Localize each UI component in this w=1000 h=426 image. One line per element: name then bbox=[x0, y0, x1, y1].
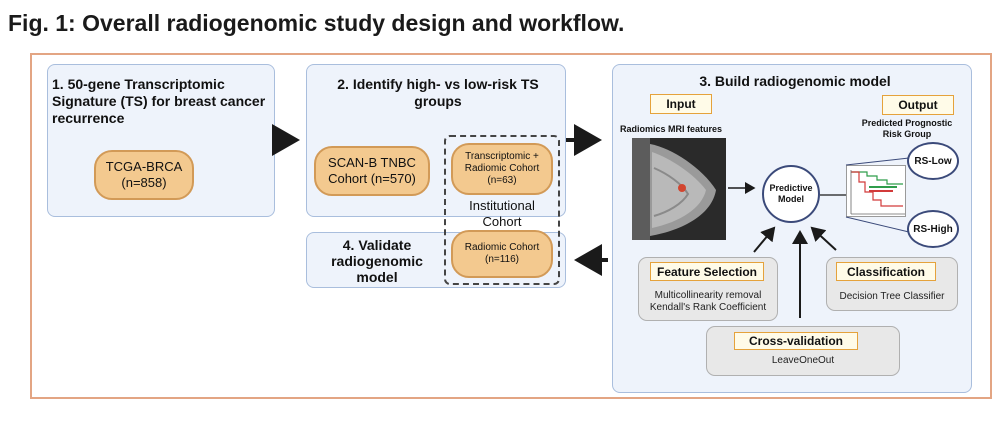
panel-validate-title: 4. Validate radiogenomic model bbox=[331, 237, 423, 285]
breast-mri-image bbox=[632, 138, 726, 240]
rs-low-node: RS-Low bbox=[907, 142, 959, 180]
connector-curve-to-low bbox=[845, 157, 910, 166]
radiomics-mri-label: Radiomics MRI features bbox=[620, 124, 723, 134]
predictive-model-line2: Model bbox=[778, 194, 804, 204]
panel-identify-risk-title: 2. Identify high- vs low-risk TS groups bbox=[337, 76, 539, 109]
survival-curve-thumbnail bbox=[846, 165, 906, 217]
rs-high-node: RS-High bbox=[907, 210, 959, 248]
predicted-risk-group-label: Predicted Prognostic Risk Group bbox=[861, 118, 953, 139]
tcga-brca-count: (n=858) bbox=[121, 175, 167, 190]
predictive-model-node: Predictive Model bbox=[762, 165, 820, 223]
transcriptomic-count: (n=63) bbox=[487, 175, 517, 186]
feature-selection-text: Multicollinearity removal Kendall's Rank… bbox=[640, 290, 776, 314]
survival-curve-drawing bbox=[850, 170, 905, 215]
panel-signature-title: 1. 50-gene Transcriptomic Signature (TS)… bbox=[52, 76, 266, 126]
institutional-cohort-box bbox=[444, 135, 560, 285]
institutional-cohort-label: Institutional Cohort bbox=[446, 198, 558, 230]
output-tag: Output bbox=[882, 95, 954, 115]
transcriptomic-line1: Transcriptomic + bbox=[465, 151, 539, 162]
arrow-classification-to-model bbox=[810, 226, 837, 251]
radiomic-cohort: Radiomic Cohort (n=116) bbox=[451, 230, 553, 278]
predictive-model-line1: Predictive bbox=[769, 183, 813, 193]
figure-title: Fig. 1: Overall radiogenomic study desig… bbox=[8, 10, 625, 36]
feature-selection-line1: Multicollinearity removal bbox=[654, 290, 762, 301]
scanb-tnbc-count: Cohort (n=570) bbox=[328, 171, 416, 186]
institutional-line2: Cohort bbox=[482, 214, 522, 229]
feature-selection-line2: Kendall's Rank Coefficient bbox=[649, 302, 767, 313]
connector-curve-to-high bbox=[845, 216, 910, 233]
radiomic-cohort-count: (n=116) bbox=[484, 254, 519, 265]
transcriptomic-radiomic-cohort: Transcriptomic + Radiomic Cohort (n=63) bbox=[451, 143, 553, 195]
arrow-feature-selection-to-model bbox=[753, 226, 776, 253]
feature-selection-tag: Feature Selection bbox=[650, 262, 764, 281]
scanb-tnbc-cohort: SCAN-B TNBC Cohort (n=570) bbox=[314, 146, 430, 196]
panel-build-model-title: 3. Build radiogenomic model bbox=[699, 73, 891, 89]
cross-validation-text: LeaveOneOut bbox=[771, 355, 835, 366]
institutional-line1: Institutional bbox=[469, 198, 535, 213]
tcga-brca-cohort: TCGA-BRCA (n=858) bbox=[94, 150, 194, 200]
tcga-brca-name: TCGA-BRCA bbox=[105, 159, 183, 174]
input-tag: Input bbox=[650, 94, 712, 114]
cross-validation-tag: Cross-validation bbox=[734, 332, 858, 350]
scanb-tnbc-name: SCAN-B TNBC bbox=[328, 155, 416, 170]
classification-text: Decision Tree Classifier bbox=[839, 291, 945, 302]
classification-tag: Classification bbox=[836, 262, 936, 281]
radiomic-cohort-name: Radiomic Cohort bbox=[464, 242, 540, 253]
breast-mri-drawing bbox=[632, 138, 726, 240]
transcriptomic-line2: Radiomic Cohort bbox=[464, 163, 540, 174]
